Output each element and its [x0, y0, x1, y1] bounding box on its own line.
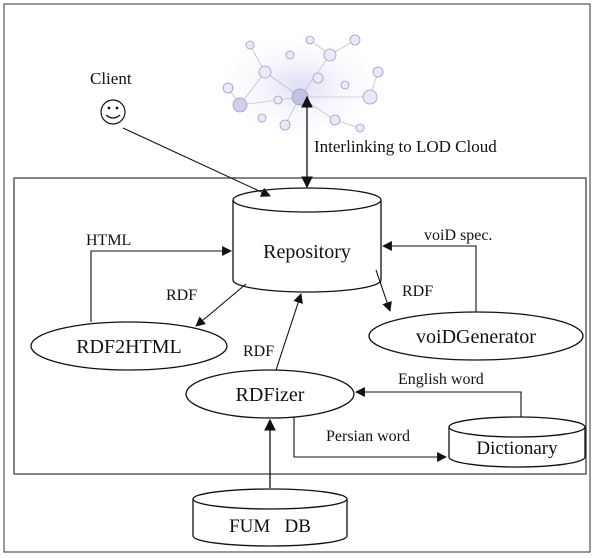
- rdf2html-edge-label: RDF: [166, 287, 197, 304]
- void-edge-label: RDF: [402, 283, 433, 300]
- rdfizer-label: RDFizer: [236, 384, 305, 406]
- lod-cloud-image: [210, 30, 390, 140]
- html-edge: [90, 246, 232, 322]
- rdfizer-node: RDFizer: [185, 369, 355, 419]
- voidgenerator-node: voiDGenerator: [368, 311, 584, 361]
- persian-word-label: Persian word: [326, 428, 410, 445]
- rdfizer-edge-label: RDF: [243, 343, 274, 360]
- voidgenerator-label: voiDGenerator: [416, 326, 536, 348]
- repository-to-rdf2html-edge: [195, 283, 247, 327]
- english-word-edge: [355, 387, 522, 417]
- english-word-label: English word: [398, 371, 484, 388]
- dictionary-label: Dictionary: [476, 438, 558, 459]
- outer-frame: [3, 3, 591, 553]
- void-spec-edge: [382, 241, 477, 312]
- rdfizer-to-repository-edge: [275, 293, 303, 371]
- html-edge-label: HTML: [86, 232, 131, 249]
- rdf2html-node: RDF2HTML: [30, 321, 228, 371]
- persian-word-edge: [293, 417, 447, 462]
- client-to-repository-edge: [122, 127, 271, 197]
- dictionary-node: Dictionary: [448, 416, 586, 468]
- repository-node: Repository: [232, 187, 382, 293]
- fumdb-label: FUM DB: [229, 516, 311, 537]
- system-boundary: [13, 177, 587, 475]
- void-spec-label: voiD spec.: [424, 227, 492, 244]
- client-label: Client: [90, 69, 132, 88]
- smiley-icon: [100, 99, 126, 125]
- repository-label: Repository: [263, 241, 351, 263]
- lod-label: Interlinking to LOD Cloud: [314, 137, 497, 156]
- repository-to-void-edge: [375, 269, 392, 312]
- fumdb-node: FUM DB: [192, 488, 348, 547]
- rdf2html-label: RDF2HTML: [76, 336, 182, 358]
